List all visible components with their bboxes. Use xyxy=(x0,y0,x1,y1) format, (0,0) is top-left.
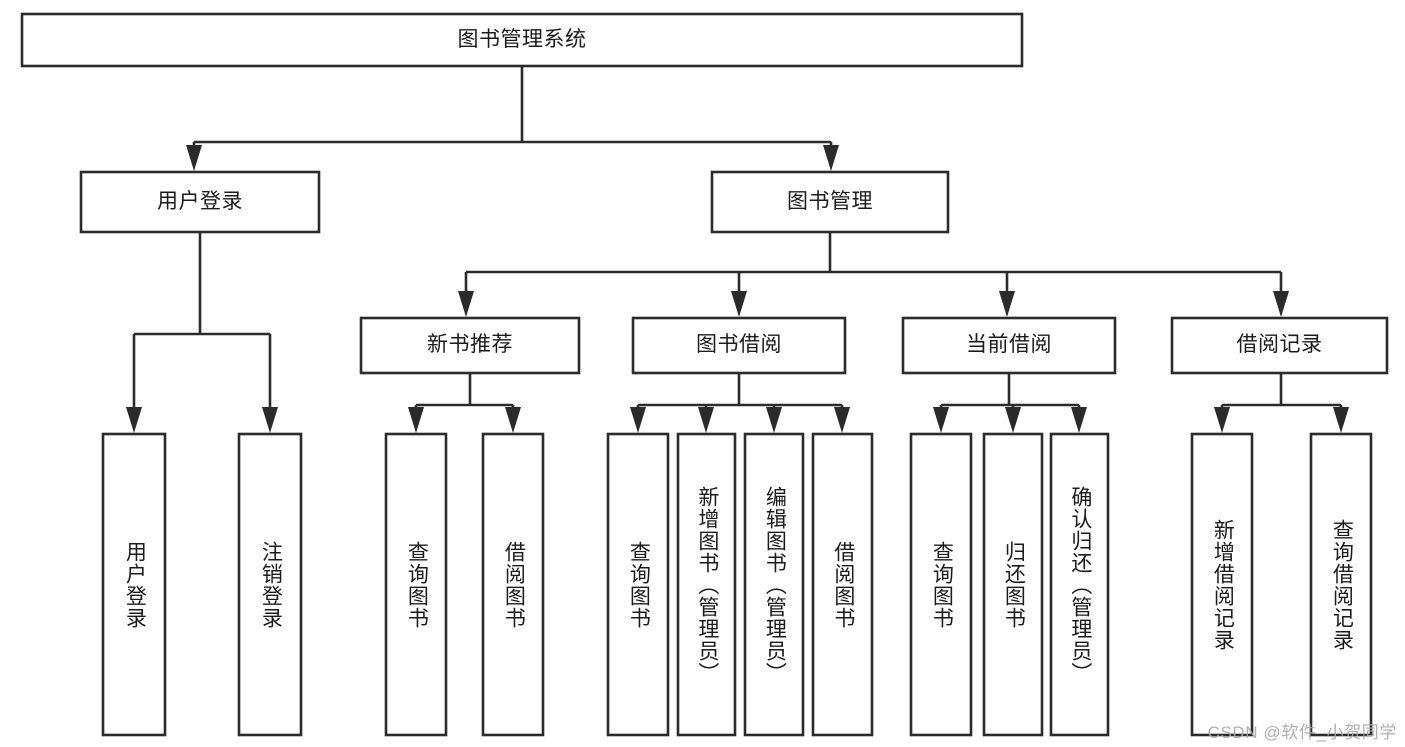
connectors-layer xyxy=(126,66,1349,433)
arrow-head-icon xyxy=(630,407,646,433)
arrow-head-icon xyxy=(933,407,949,433)
node-box-leaf-confirm-return-admin[interactable] xyxy=(1049,432,1110,737)
arrow-head-icon xyxy=(999,291,1015,317)
arrow-head-icon xyxy=(766,407,782,433)
node-box-leaf-add-borrow-record[interactable] xyxy=(1190,432,1254,737)
arrow-head-icon xyxy=(1333,407,1349,433)
node-box-leaf-edit-book-admin[interactable] xyxy=(743,432,805,737)
arrow-head-icon xyxy=(408,407,424,433)
arrow-head-icon xyxy=(126,407,142,433)
node-box-leaf-query-book-borrow[interactable] xyxy=(606,432,670,737)
arrow-head-icon xyxy=(262,407,278,433)
node-box-leaf-borrow-book[interactable] xyxy=(811,432,874,737)
node-box-leaf-return-book[interactable] xyxy=(982,432,1044,737)
arrow-head-icon xyxy=(1071,407,1087,433)
node-box-leaf-logout[interactable] xyxy=(237,432,303,737)
arrow-head-icon xyxy=(1005,407,1021,433)
node-box-leaf-query-borrow-record[interactable] xyxy=(1309,432,1373,737)
node-box-book-borrow[interactable] xyxy=(631,316,847,375)
arrow-head-icon xyxy=(458,291,474,317)
arrow-head-icon xyxy=(731,291,747,317)
arrow-head-icon xyxy=(505,407,521,433)
arrow-head-icon xyxy=(1214,407,1230,433)
node-box-borrow-record[interactable] xyxy=(1170,316,1389,375)
arrow-head-icon xyxy=(186,145,202,171)
node-box-leaf-query-book-current[interactable] xyxy=(909,432,973,737)
node-box-leaf-borrow-book-recommend[interactable] xyxy=(481,432,545,737)
arrow-head-icon xyxy=(823,145,839,171)
node-box-current-borrow[interactable] xyxy=(901,316,1117,375)
node-box-leaf-add-book-admin[interactable] xyxy=(676,432,737,737)
node-box-user-login[interactable] xyxy=(79,170,321,234)
arrow-head-icon xyxy=(698,407,714,433)
node-box-root[interactable] xyxy=(20,12,1024,68)
arrow-head-icon xyxy=(1273,291,1289,317)
node-box-leaf-user-login[interactable] xyxy=(101,432,167,737)
boxes-layer xyxy=(20,12,1389,737)
node-box-book-management[interactable] xyxy=(710,170,950,234)
node-box-new-book-recommend[interactable] xyxy=(359,316,581,375)
arrow-head-icon xyxy=(834,407,850,433)
node-box-leaf-query-book-recommend[interactable] xyxy=(384,432,448,737)
